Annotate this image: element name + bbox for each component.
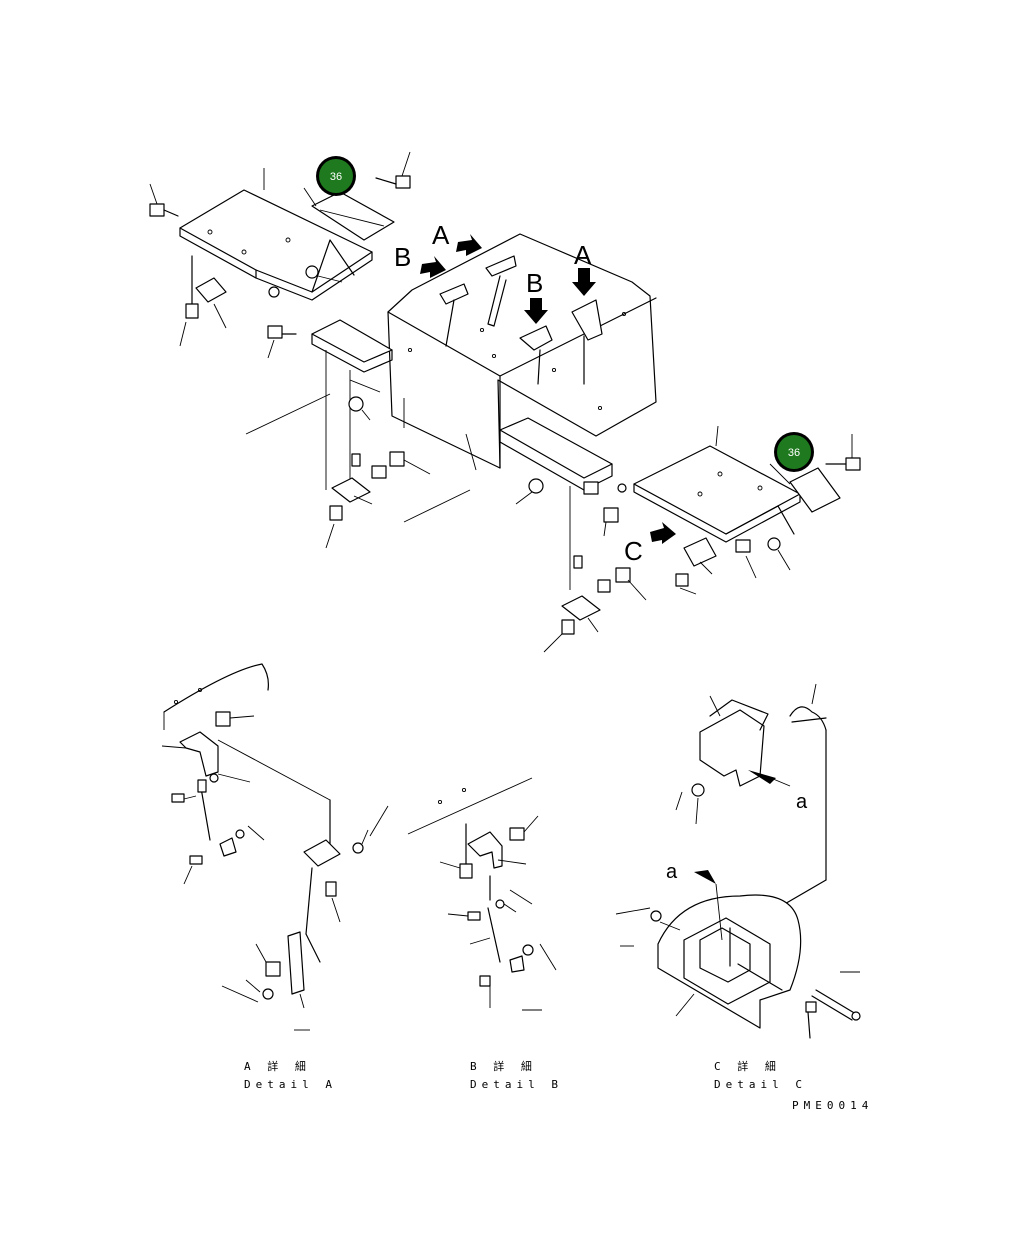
drawing-code: PME0014 bbox=[792, 1099, 873, 1112]
svg-text:36: 36 bbox=[788, 447, 800, 459]
view-label-a-right: A bbox=[574, 240, 592, 270]
detail-b-drawing bbox=[407, 777, 557, 1011]
console-levers bbox=[439, 255, 603, 385]
view-arrow-c bbox=[650, 522, 676, 544]
detail-b-caption-en: Detail B bbox=[470, 1078, 563, 1091]
view-arrow-b-right bbox=[524, 298, 548, 324]
cover-plate-rear bbox=[303, 187, 395, 241]
view-label-a-left: A bbox=[432, 220, 450, 250]
bracket-left bbox=[195, 265, 343, 329]
main-assembly: B A B A C 36 36 bbox=[149, 151, 861, 653]
bolt-top-center bbox=[375, 151, 411, 189]
reference-badge-2: 36 bbox=[774, 432, 814, 472]
detail-a-caption-jp: A 詳 細 bbox=[244, 1059, 311, 1073]
left-mount-parts bbox=[325, 396, 431, 549]
detail-a-caption-en: Detail A bbox=[244, 1078, 337, 1091]
detail-b-caption-jp: B 詳 細 bbox=[470, 1059, 537, 1073]
view-label-b-right: B bbox=[526, 268, 543, 298]
view-arrow-a-right bbox=[572, 268, 596, 296]
left-rail bbox=[245, 319, 471, 523]
ref-arrow-a-upper bbox=[748, 770, 776, 784]
view-label-c: C bbox=[624, 536, 643, 566]
detail-c-caption-jp: C 詳 細 bbox=[714, 1059, 781, 1073]
left-floor-plate bbox=[179, 168, 373, 301]
view-arrows bbox=[420, 234, 676, 544]
bolt-top-left bbox=[149, 183, 179, 217]
ref-arrow-a-lower bbox=[694, 870, 716, 884]
detail-c-ref-label-lower: a bbox=[666, 861, 678, 883]
view-arrow-a-left bbox=[456, 234, 482, 256]
detail-c-drawing bbox=[615, 683, 861, 1039]
reference-badge-1: 36 bbox=[316, 156, 356, 196]
detail-c-ref-label-upper: a bbox=[796, 791, 808, 813]
right-floor-plate bbox=[633, 425, 801, 543]
detail-c-caption-en: Detail C bbox=[714, 1078, 807, 1091]
bolt-left-lower bbox=[179, 255, 297, 359]
svg-text:36: 36 bbox=[330, 171, 342, 183]
view-label-b-left: B bbox=[394, 242, 411, 272]
cover-plate-front bbox=[769, 434, 861, 513]
right-rail bbox=[499, 417, 627, 590]
view-arrow-b-left bbox=[420, 256, 446, 278]
right-mount-parts bbox=[543, 537, 791, 653]
detail-a-drawing bbox=[161, 663, 389, 1031]
